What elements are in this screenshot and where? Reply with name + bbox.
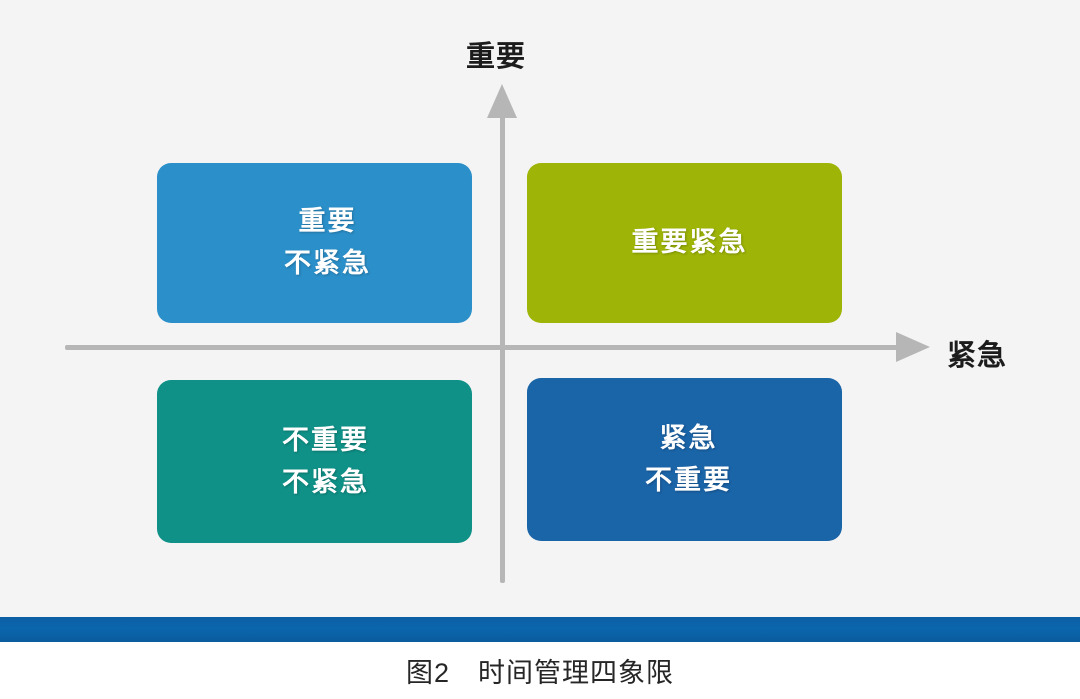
diagram-canvas: 重要 紧急 重要 不紧急 重要紧急 不重要 不紧急 紧急 不重要 [0,0,1080,617]
quadrant-shade [839,170,851,316]
vertical-axis-label: 重要 [466,41,527,73]
quadrant-label-line-2: 不紧急 [282,466,369,497]
horizontal-axis-label: 紧急 [947,340,1008,372]
quadrant-not-important-not-urgent[interactable]: 不重要 不紧急 [157,380,481,543]
quadrant-label-line-1: 重要紧急 [631,227,748,258]
quadrant-shade [839,385,851,534]
quadrant-urgent-not-important[interactable]: 紧急 不重要 [527,378,851,541]
caption-area: 图2 时间管理四象限 [0,642,1080,699]
vertical-axis-line [500,110,505,583]
quadrant-important-urgent[interactable]: 重要紧急 [527,163,851,323]
quadrant-label-line-2: 不重要 [645,464,732,495]
quadrant-label-line-2: 不紧急 [284,248,371,278]
quadrant-label-line-1: 紧急 [659,422,718,453]
quadrant-label-line-1: 重要 [298,206,357,237]
quadrant-shade [469,387,481,536]
quadrant-label-line-1: 不重要 [282,424,369,455]
figure-caption: 图2 时间管理四象限 [405,658,675,688]
horizontal-axis-line [65,345,910,350]
vertical-axis-arrow-icon [487,84,517,118]
quadrant-shade [469,170,481,316]
quadrant-important-not-urgent[interactable]: 重要 不紧急 [157,163,481,323]
horizontal-axis-arrow-icon [896,332,930,362]
bottom-accent-band [0,617,1080,642]
